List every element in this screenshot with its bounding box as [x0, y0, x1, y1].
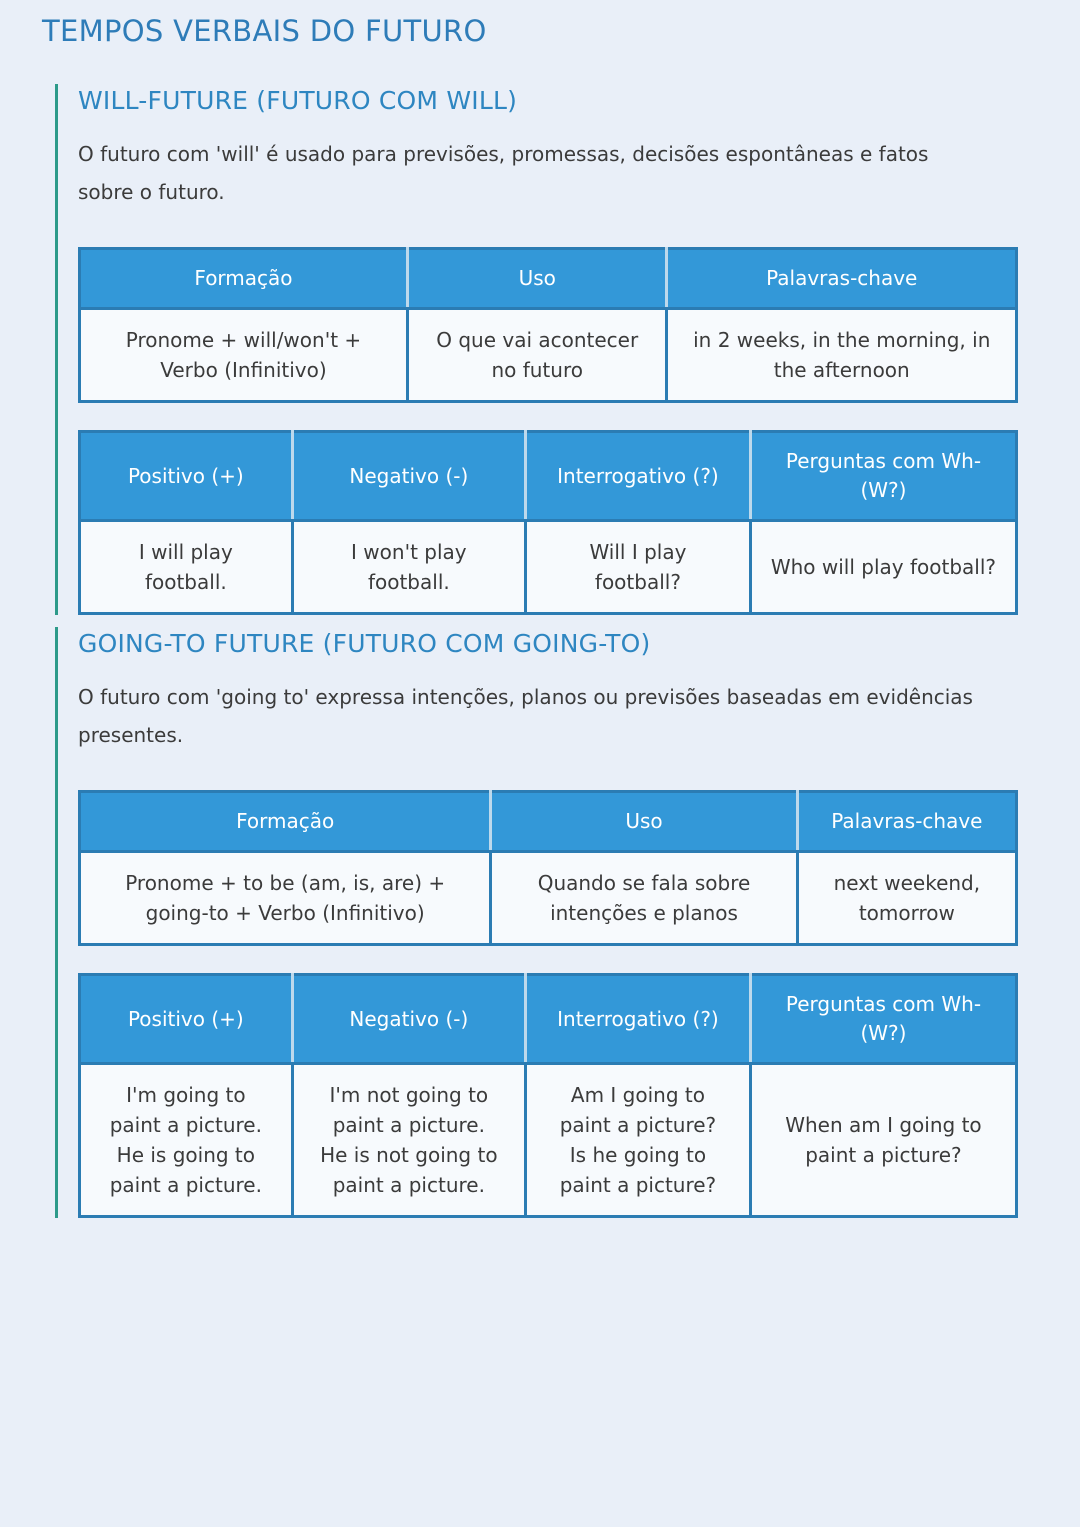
column-header-label: Perguntas com Wh- (W?) — [785, 992, 982, 1045]
table-header-row: Positivo (+) Negativo (-) Interrogativo … — [79, 974, 1017, 1065]
cell-line: Pronome + will/won't + Verbo (Infinitivo… — [125, 328, 362, 382]
column-header-label: Interrogativo (?) — [557, 1006, 719, 1031]
section-description: O futuro com 'going to' expressa intençõ… — [78, 685, 973, 747]
cell-line: When am I going to paint a picture? — [785, 1113, 982, 1167]
column-header: Positivo (+) — [79, 431, 293, 522]
column-header: Palavras-chave — [795, 791, 1017, 853]
column-header: Negativo (-) — [290, 431, 526, 522]
cell-line: He is going to paint a picture. — [109, 1143, 262, 1197]
table-cell: Will I play football? — [524, 520, 751, 614]
column-header-label: Uso — [518, 266, 556, 290]
table-cell: I'm not going to paint a picture. He is … — [290, 1063, 526, 1217]
table-row: I'm going to paint a picture. He is goin… — [79, 1063, 1017, 1217]
column-header-label: Uso — [625, 809, 663, 833]
table-cell: I will play football. — [79, 520, 293, 614]
table-cell: I'm going to paint a picture. He is goin… — [79, 1063, 293, 1217]
table-cell: in 2 weeks, in the morning, in the after… — [665, 308, 1017, 402]
table-row: Pronome + to be (am, is, are) + going-to… — [79, 851, 1017, 945]
cell-line: Who will play football? — [770, 555, 997, 579]
column-header-label: Palavras-chave — [831, 809, 983, 833]
column-header-label: Formação — [236, 809, 335, 833]
will-forms-table: Positivo (+) Negativo (-) Interrogativo … — [78, 430, 1018, 615]
table-cell: When am I going to paint a picture? — [748, 1063, 1017, 1217]
going-to-overview-table: Formação Uso Palavras-chave Pronome + to… — [78, 790, 1018, 946]
column-header-label: Perguntas com Wh- (W?) — [785, 449, 982, 502]
table-cell: Who will play football? — [748, 520, 1017, 614]
cell-line: Will I play football? — [589, 540, 687, 594]
column-header-label: Positivo (+) — [127, 463, 244, 488]
cell-line: next weekend, tomorrow — [833, 871, 981, 925]
column-header-label: Formação — [194, 266, 293, 290]
column-header: Uso — [405, 248, 667, 310]
column-header: Perguntas com Wh- (W?) — [748, 431, 1017, 522]
table-cell: O que vai acontecer no futuro — [405, 308, 667, 402]
column-header: Interrogativo (?) — [524, 974, 751, 1065]
column-header: Palavras-chave — [665, 248, 1017, 310]
will-overview-table: Formação Uso Palavras-chave Pronome + wi… — [78, 247, 1018, 403]
section-description: O futuro com 'will' é usado para previsõ… — [78, 142, 929, 204]
cell-line: He is not going to paint a picture. — [320, 1143, 498, 1197]
section-going-to-future: GOING-TO FUTURE (FUTURO COM GOING-TO) O … — [55, 627, 1018, 1218]
cell-line: Is he going to paint a picture? — [559, 1143, 717, 1197]
column-header-label: Negativo (-) — [349, 463, 469, 488]
cell-line: I'm not going to paint a picture. — [329, 1083, 489, 1137]
cell-line: I won't play football. — [351, 540, 467, 594]
section-will-future: WILL-FUTURE (FUTURO COM WILL) O futuro c… — [55, 84, 1018, 615]
cell-line: I'm going to paint a picture. — [109, 1083, 262, 1137]
going-to-forms-table: Positivo (+) Negativo (-) Interrogativo … — [78, 973, 1018, 1218]
column-header: Perguntas com Wh- (W?) — [748, 974, 1017, 1065]
column-header: Negativo (-) — [290, 974, 526, 1065]
cell-line: I will play football. — [138, 540, 233, 594]
column-header: Formação — [79, 248, 408, 310]
table-cell: Am I going to paint a picture? Is he goi… — [524, 1063, 751, 1217]
table-header-row: Formação Uso Palavras-chave — [79, 248, 1017, 310]
section-heading: GOING-TO FUTURE (FUTURO COM GOING-TO) — [78, 629, 651, 658]
column-header-label: Palavras-chave — [766, 266, 918, 290]
cell-line: in 2 weeks, in the morning, in the after… — [693, 328, 991, 382]
column-header: Interrogativo (?) — [524, 431, 751, 522]
table-cell: Pronome + will/won't + Verbo (Infinitivo… — [79, 308, 408, 402]
table-cell: next weekend, tomorrow — [795, 851, 1017, 945]
column-header-label: Positivo (+) — [127, 1006, 244, 1031]
table-cell: Pronome + to be (am, is, are) + going-to… — [79, 851, 491, 945]
table-row: Pronome + will/won't + Verbo (Infinitivo… — [79, 308, 1017, 402]
table-header-row: Formação Uso Palavras-chave — [79, 791, 1017, 853]
column-header: Positivo (+) — [79, 974, 293, 1065]
table-cell: I won't play football. — [290, 520, 526, 614]
column-header-label: Negativo (-) — [349, 1006, 469, 1031]
column-header: Formação — [79, 791, 491, 853]
column-header: Uso — [489, 791, 798, 853]
cell-line: O que vai acontecer no futuro — [436, 328, 639, 382]
cell-line: Pronome + to be (am, is, are) + going-to… — [125, 871, 446, 925]
table-cell: Quando se fala sobre intenções e planos — [489, 851, 798, 945]
column-header-label: Interrogativo (?) — [557, 463, 719, 488]
document-page: TEMPOS VERBAIS DO FUTURO WILL-FUTURE (FU… — [42, 14, 1018, 1218]
cell-line: Quando se fala sobre intenções e planos — [537, 871, 751, 925]
cell-line: Am I going to paint a picture? — [559, 1083, 717, 1137]
table-header-row: Positivo (+) Negativo (-) Interrogativo … — [79, 431, 1017, 522]
section-heading: WILL-FUTURE (FUTURO COM WILL) — [78, 86, 518, 115]
page-title: TEMPOS VERBAIS DO FUTURO — [42, 14, 487, 48]
table-row: I will play football. I won't play footb… — [79, 520, 1017, 614]
